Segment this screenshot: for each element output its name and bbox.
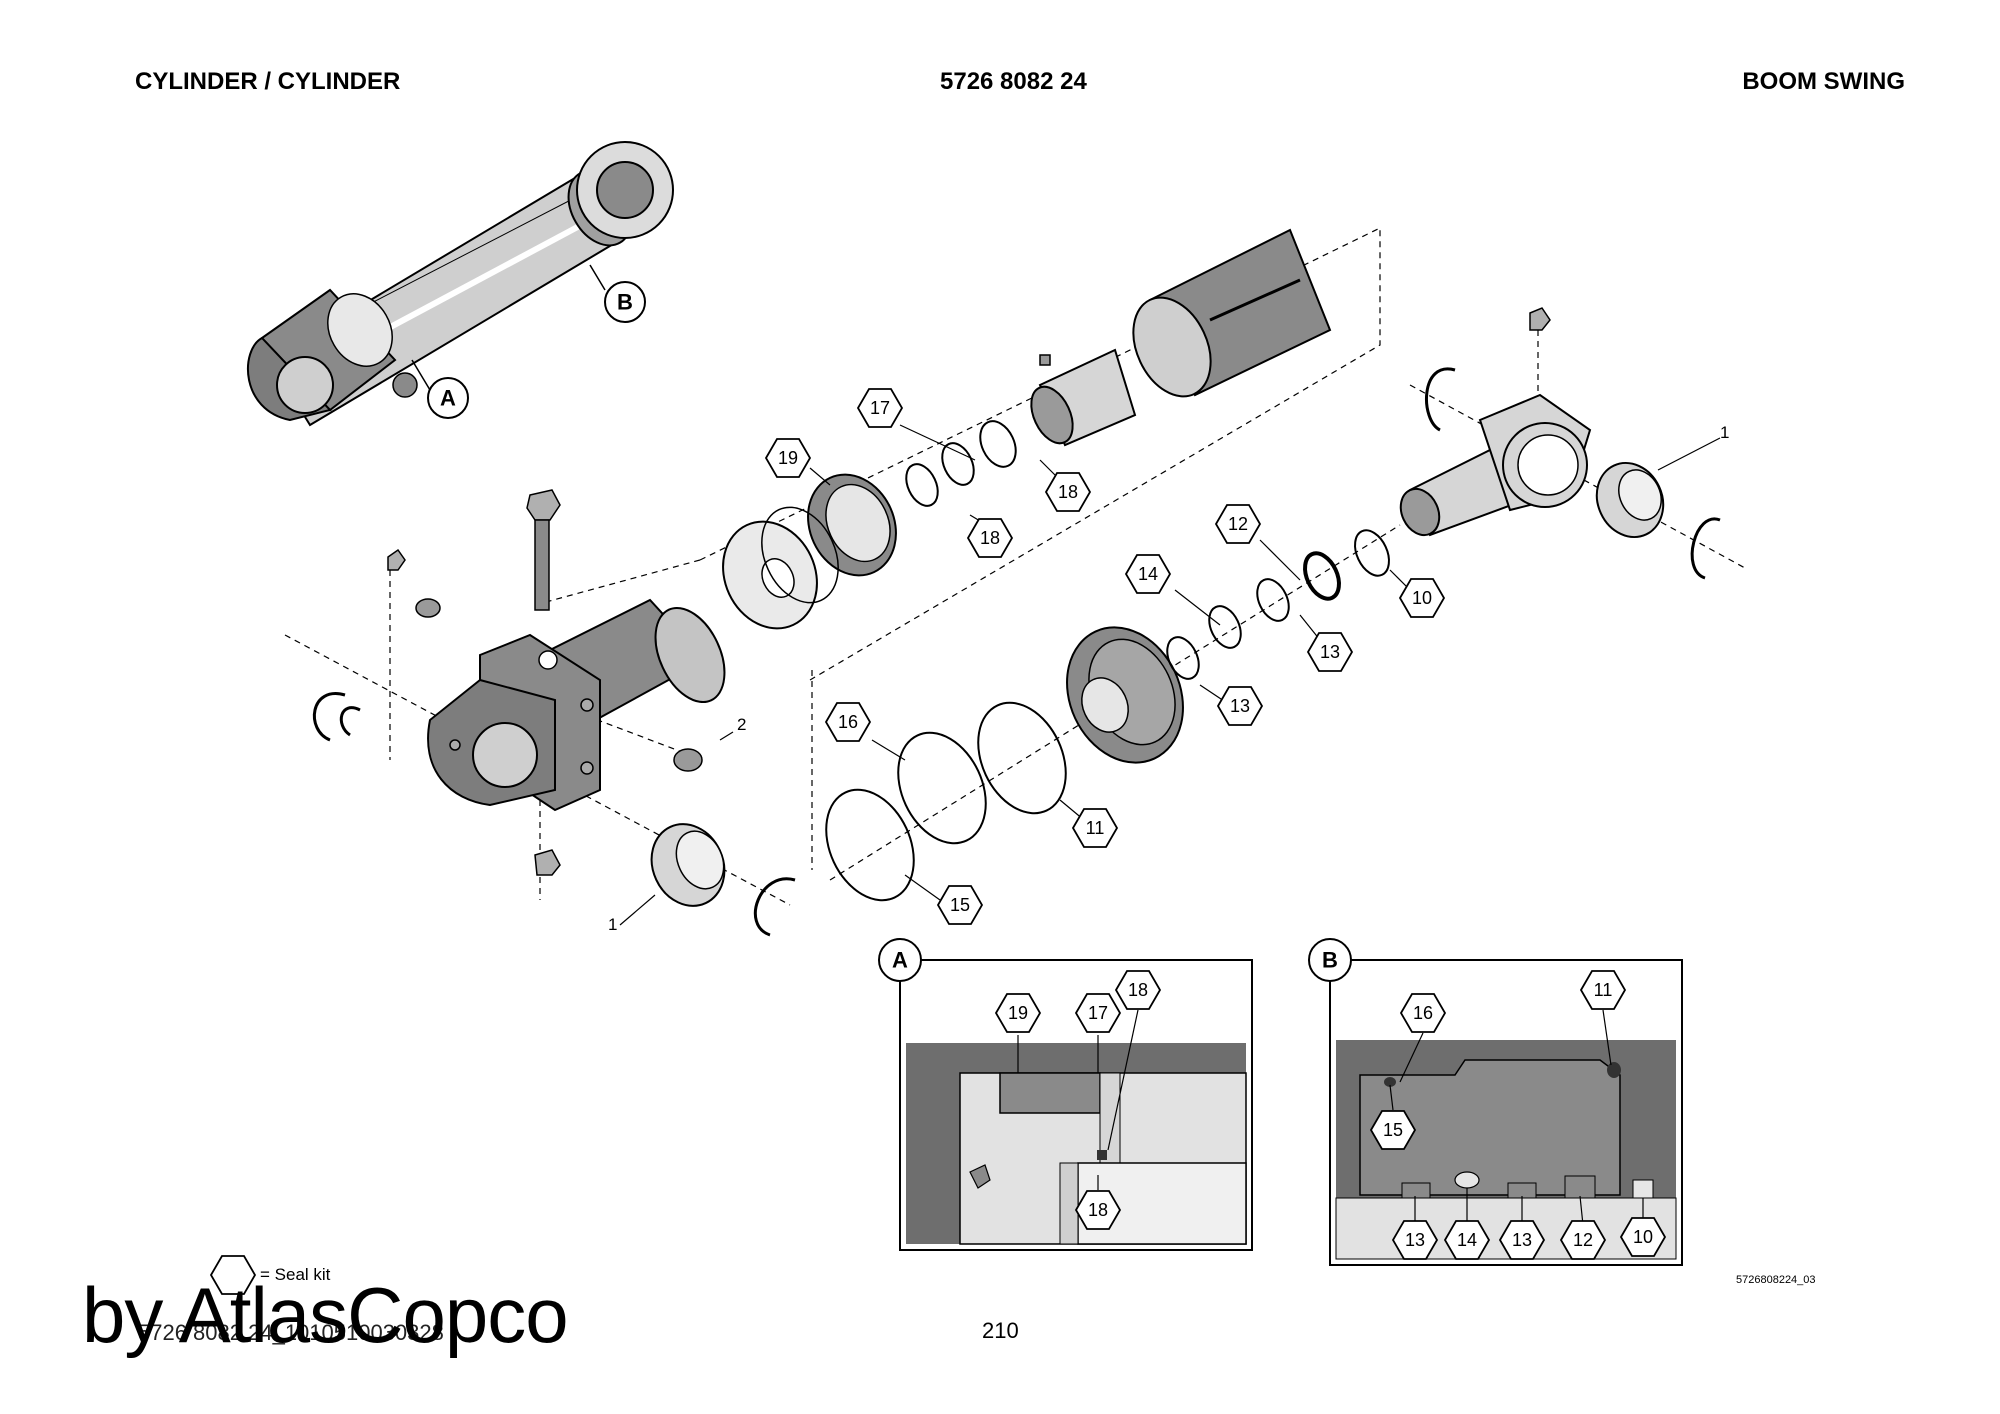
svg-text:12: 12 <box>1573 1230 1593 1250</box>
assembled-cylinder <box>246 141 674 427</box>
label-1-left: 1 <box>608 915 617 934</box>
legend-seal-kit: = Seal kit <box>260 1265 331 1284</box>
detail-a-panel: A <box>878 938 1253 1251</box>
detail-a-callout-17: 17 <box>1075 993 1121 1033</box>
assembly-guide-lines <box>284 227 1746 906</box>
detail-b-callout-10: 10 <box>1620 1217 1666 1257</box>
svg-text:14: 14 <box>1138 564 1158 584</box>
page-number: 210 <box>982 1318 1019 1343</box>
watermark: by AtlasCopco <box>82 1271 569 1359</box>
callout-19: 19 <box>765 438 811 478</box>
label-1-right: 1 <box>1720 423 1729 442</box>
drawing-reference: 5726808224_03 <box>1736 1274 1816 1286</box>
top-nipple-right <box>1529 307 1551 400</box>
svg-text:18: 18 <box>980 528 1000 548</box>
rod-eye <box>1399 393 1592 537</box>
header-part-number: 5726 8082 24 <box>940 68 1087 95</box>
bleed-screw <box>526 489 561 611</box>
svg-text:15: 15 <box>950 895 970 915</box>
callout-13-lower: 13 <box>1217 686 1263 726</box>
label-2: 2 <box>737 715 746 734</box>
detail-b-callout-12: 12 <box>1560 1220 1606 1260</box>
callout-18-lower: 18 <box>967 518 1013 558</box>
cylinder-head-housing <box>427 598 726 812</box>
callout-10: 10 <box>1399 578 1445 618</box>
detail-a-callout-19: 19 <box>995 993 1041 1033</box>
svg-text:11: 11 <box>1594 980 1613 1000</box>
spherical-bearing-right <box>1595 462 1665 538</box>
overview-label-a: A <box>427 377 469 419</box>
svg-text:19: 19 <box>1008 1003 1028 1023</box>
detail-b-callout-15: 15 <box>1370 1110 1416 1150</box>
detail-a-callout-18-lower: 18 <box>1075 1190 1121 1230</box>
svg-text:18: 18 <box>1128 980 1148 1000</box>
detail-b-callout-11: 11 <box>1580 970 1626 1010</box>
plug <box>415 598 441 618</box>
head-bushing <box>722 506 839 630</box>
o-rings-head <box>905 420 1017 507</box>
document-id: 5726 8082 24_1010510030328 <box>138 1320 444 1345</box>
svg-text:A: A <box>892 948 908 973</box>
svg-text:13: 13 <box>1230 696 1250 716</box>
detail-a-callout-18-upper: 18 <box>1115 970 1161 1010</box>
grease-nipple <box>387 548 406 571</box>
spherical-bearing-left <box>650 823 726 907</box>
plug-2 <box>673 748 703 772</box>
svg-text:13: 13 <box>1405 1230 1425 1250</box>
guide-ring-19 <box>807 473 897 577</box>
svg-text:B: B <box>1322 948 1338 973</box>
piston-seals <box>825 529 1390 902</box>
svg-text:16: 16 <box>1413 1003 1433 1023</box>
callout-15: 15 <box>937 885 983 925</box>
bottom-nipple <box>534 849 561 876</box>
svg-text:13: 13 <box>1320 642 1340 662</box>
detail-b-callout-16: 16 <box>1400 993 1446 1033</box>
svg-text:10: 10 <box>1633 1227 1653 1247</box>
callout-11: 11 <box>1072 808 1118 848</box>
callout-18-upper: 18 <box>1045 472 1091 512</box>
cylinder-barrel <box>1132 228 1332 398</box>
svg-text:17: 17 <box>1088 1003 1108 1023</box>
detail-b-panel: B <box>1308 938 1683 1266</box>
detail-b-callout-13-left: 13 <box>1392 1220 1438 1260</box>
detail-b-callout-13-right: 13 <box>1499 1220 1545 1260</box>
hexagon-icon <box>209 1255 257 1295</box>
header-title: CYLINDER / CYLINDER <box>135 68 401 95</box>
svg-text:11: 11 <box>1086 818 1105 838</box>
piston <box>1066 626 1184 764</box>
overview-label-b: B <box>604 281 646 323</box>
piston-rod <box>1030 348 1137 447</box>
detail-b-callout-14: 14 <box>1444 1220 1490 1260</box>
svg-text:18: 18 <box>1058 482 1078 502</box>
circlips <box>313 367 1721 937</box>
svg-text:B: B <box>617 290 633 315</box>
callout-17: 17 <box>857 388 903 428</box>
svg-text:12: 12 <box>1228 514 1248 534</box>
svg-text:18: 18 <box>1088 1200 1108 1220</box>
svg-text:19: 19 <box>778 448 798 468</box>
svg-text:13: 13 <box>1512 1230 1532 1250</box>
callout-16: 16 <box>825 702 871 742</box>
svg-text:14: 14 <box>1457 1230 1477 1250</box>
svg-text:17: 17 <box>870 398 890 418</box>
svg-text:15: 15 <box>1383 1120 1403 1140</box>
callout-13-upper: 13 <box>1307 632 1353 672</box>
callout-14: 14 <box>1125 554 1171 594</box>
header-application: BOOM SWING <box>1742 68 1905 95</box>
callout-12: 12 <box>1215 504 1261 544</box>
svg-text:A: A <box>440 386 456 411</box>
svg-text:10: 10 <box>1412 588 1432 608</box>
svg-text:16: 16 <box>838 712 858 732</box>
